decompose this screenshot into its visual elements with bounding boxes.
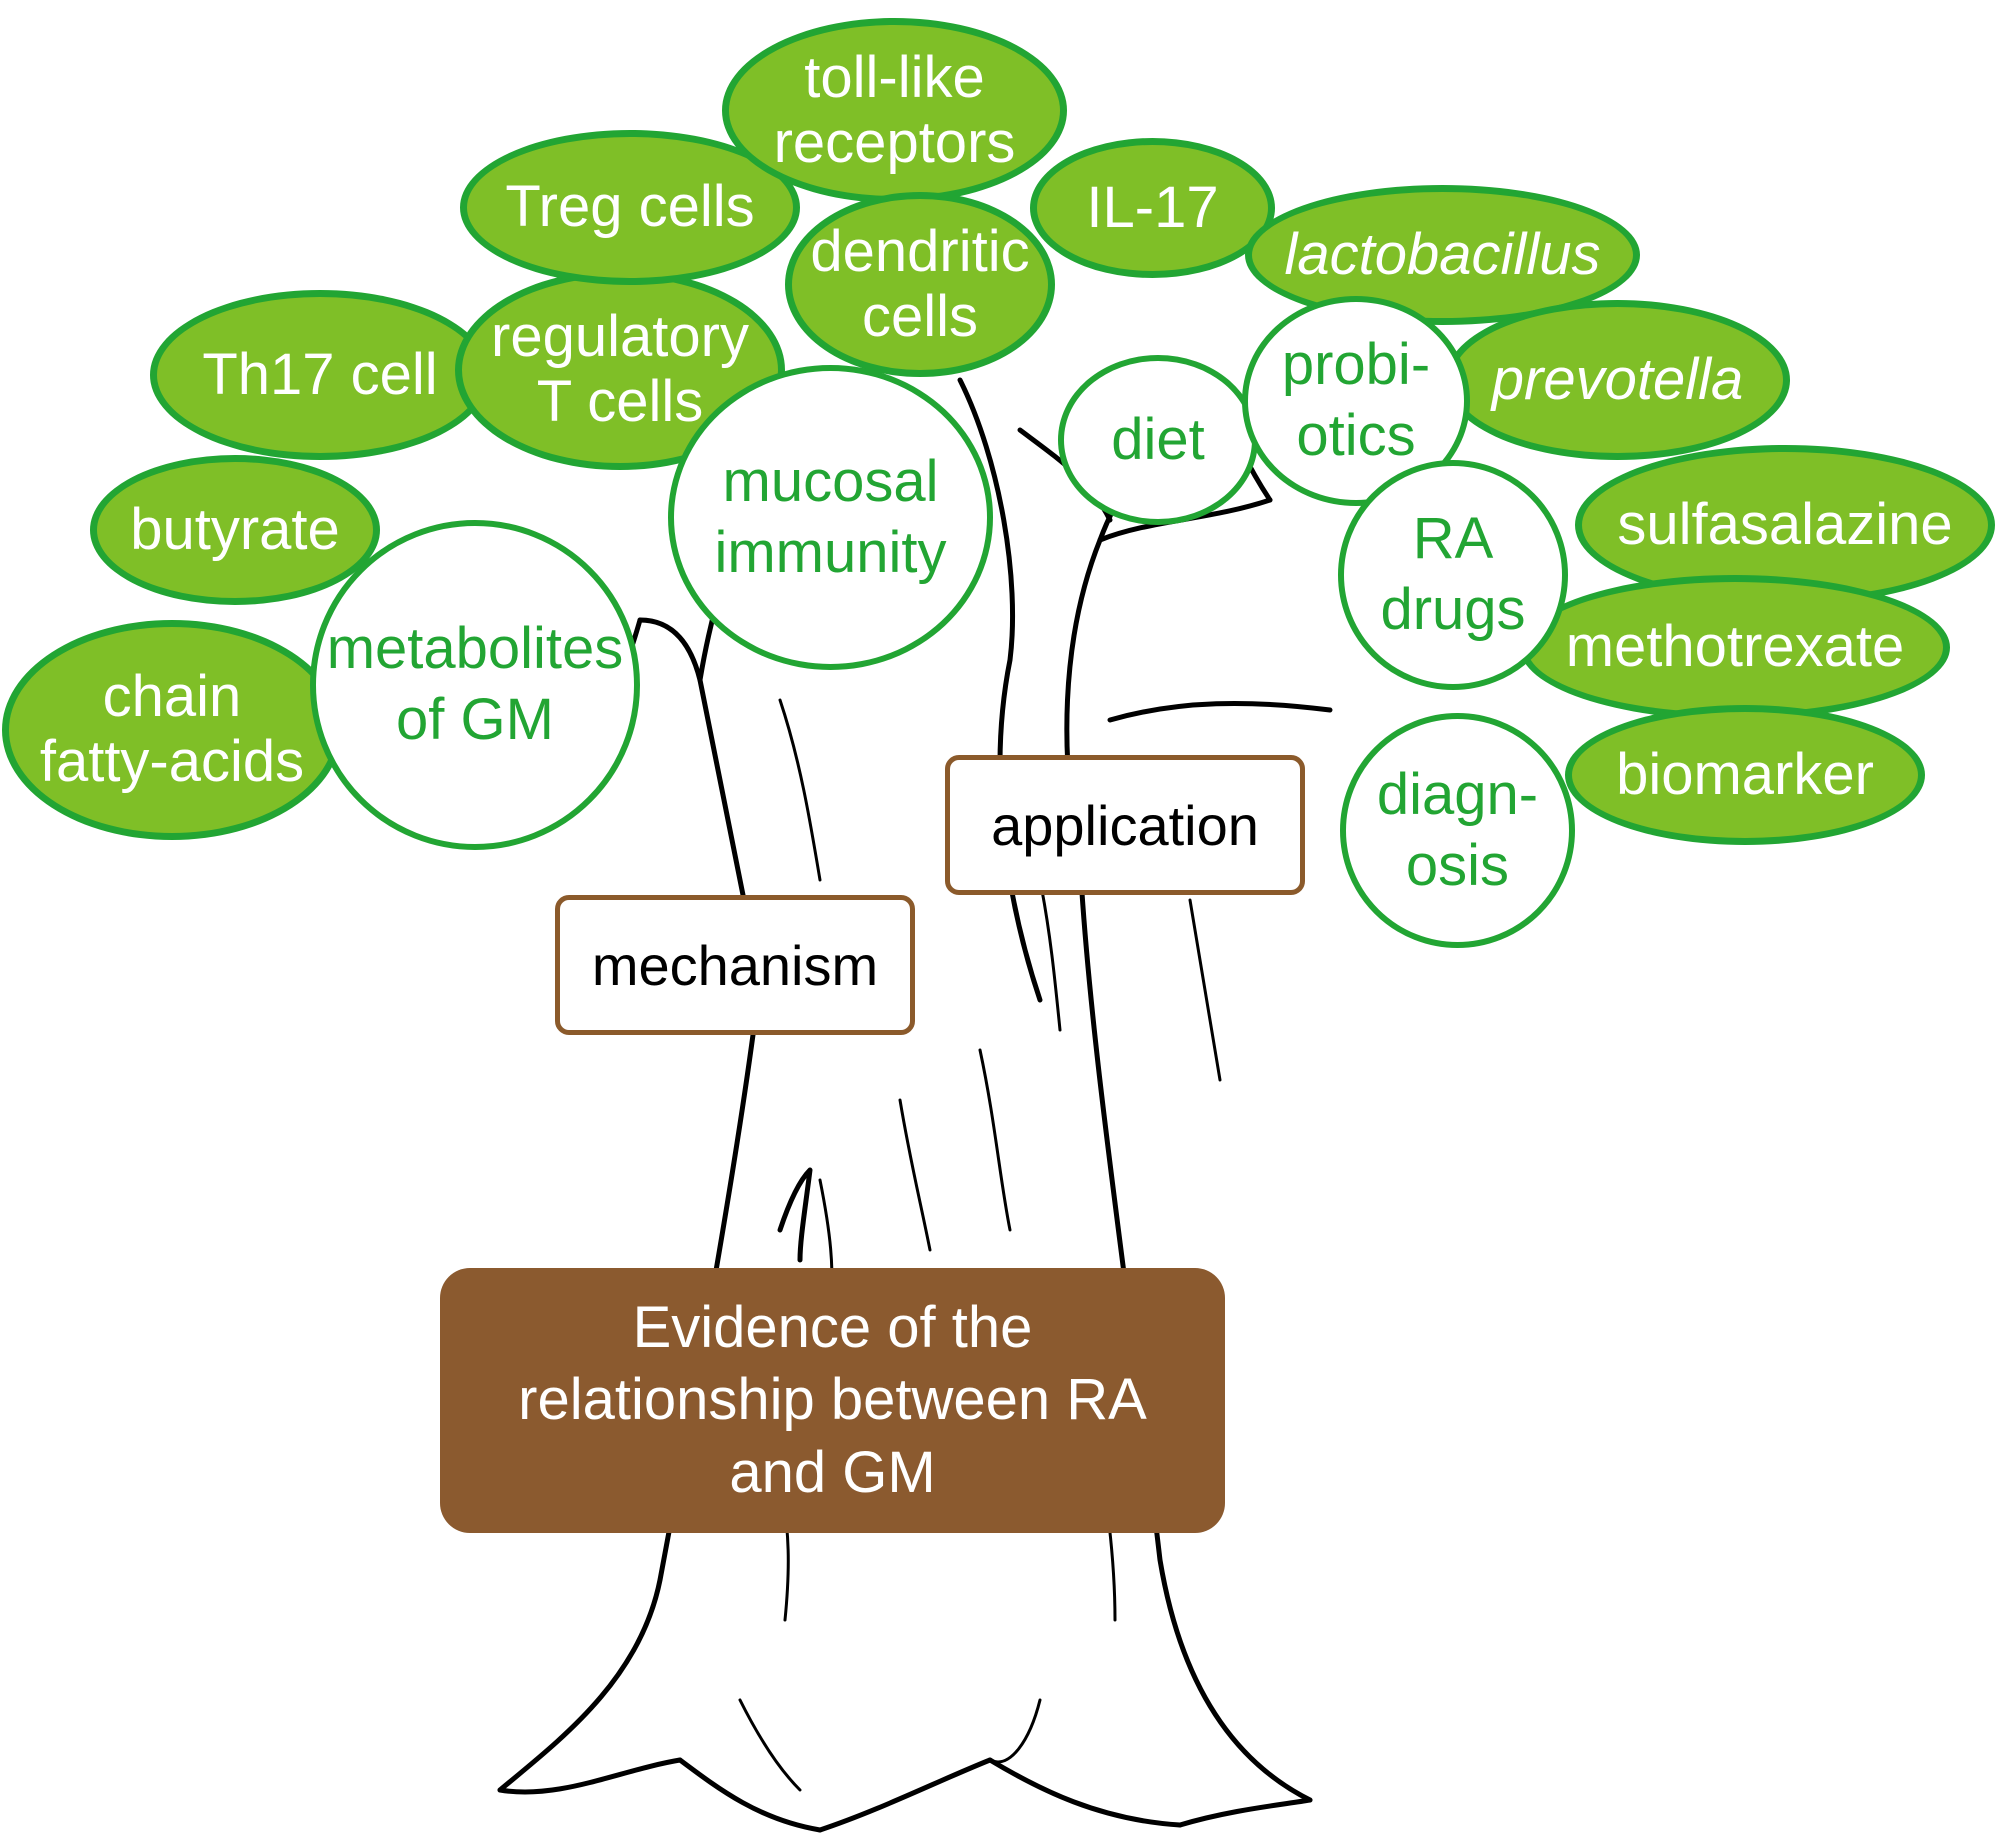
hub-metabolites-of-gm: metabolites of GM xyxy=(310,520,640,850)
hub-ra-drugs: RA drugs xyxy=(1338,460,1568,690)
leaf-th17-cell: Th17 cell xyxy=(150,290,490,460)
branch-label-mechanism: mechanism xyxy=(555,895,915,1035)
hub-mucosal-immunity: mucosal immunity xyxy=(668,365,993,670)
hub-diet: diet xyxy=(1058,355,1258,525)
leaf-il-17: IL-17 xyxy=(1030,138,1275,278)
leaf-treg-cells: Treg cells xyxy=(460,130,800,285)
leaf-prevotella: prevotella xyxy=(1445,300,1790,460)
leaf-biomarker: biomarker xyxy=(1565,705,1925,845)
leaf-toll-like-receptors: toll-like receptors xyxy=(722,18,1067,203)
trunk-title-sign: Evidence of the relationship between RA … xyxy=(440,1268,1225,1533)
branch-label-application: application xyxy=(945,755,1305,895)
leaf-dendritic-cells: dendritic cells xyxy=(785,192,1055,377)
leaf-butyrate: butyrate xyxy=(90,455,380,605)
leaf-methotrexate: methotrexate xyxy=(1520,575,1950,720)
leaf-short-chain-fatty-acids: chain fatty-acids xyxy=(2,620,342,840)
hub-diagnosis: diagn- osis xyxy=(1340,713,1575,948)
